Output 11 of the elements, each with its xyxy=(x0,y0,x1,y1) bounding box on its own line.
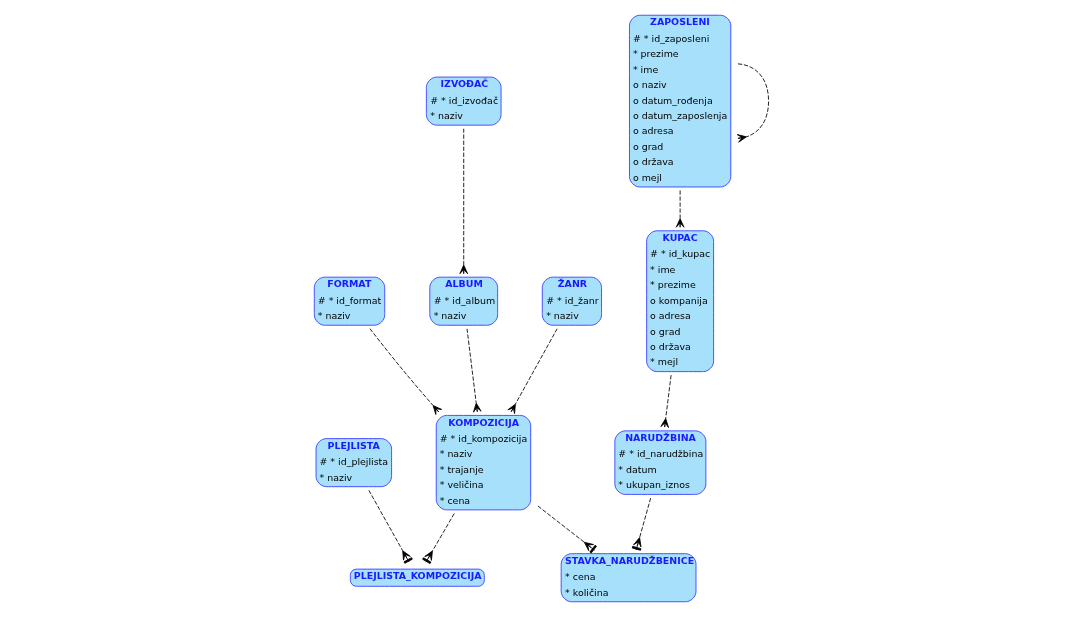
connector xyxy=(507,328,558,414)
connector xyxy=(660,374,672,428)
connector xyxy=(675,190,685,228)
connector xyxy=(537,505,597,554)
connector xyxy=(422,513,455,565)
connector xyxy=(368,489,413,564)
connector xyxy=(466,328,482,413)
connector xyxy=(631,497,652,551)
connector xyxy=(369,328,443,415)
connector xyxy=(736,63,769,143)
connector xyxy=(459,128,468,275)
